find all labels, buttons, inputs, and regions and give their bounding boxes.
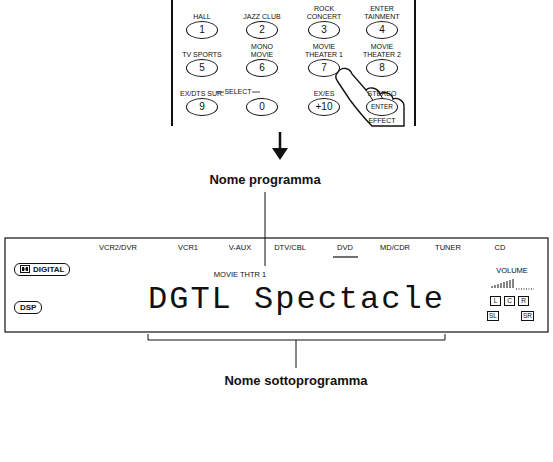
button-label: EX/ES — [292, 80, 356, 98]
panel-edge — [171, 0, 173, 126]
button-label: TV SPORTS — [170, 41, 234, 59]
remote-button: TV SPORTS5 — [170, 41, 234, 77]
remote-button: HALL1 — [170, 3, 234, 39]
subprogram-name: DGTL Spectacle — [148, 283, 445, 317]
button-key: 5 — [186, 59, 218, 77]
button-key: 6 — [246, 59, 278, 77]
button-key: 2 — [246, 21, 278, 39]
display-indicator: DTV/CBL — [274, 243, 306, 252]
remote-button: 0 — [230, 80, 294, 116]
button-label: ENTER TAINMENT — [350, 3, 414, 21]
remote-button: MONO MOVIE6 — [230, 41, 294, 77]
display-indicator: VCR2/DVR — [99, 243, 137, 252]
button-label: JAZZ CLUB — [230, 3, 294, 21]
input-indicator — [333, 256, 358, 257]
indicator-text: DSP — [20, 303, 36, 312]
indicator-box: DSP — [14, 301, 42, 314]
speaker-box: R — [518, 296, 529, 306]
display-indicator: DVD — [337, 243, 353, 252]
panel-edge — [414, 0, 416, 126]
button-label-text: EX/ES — [314, 90, 335, 98]
button-label-text: HALL — [193, 13, 211, 21]
button-sublabel: EFFECT — [350, 116, 414, 125]
button-label: MOVIE THEATER 1 — [292, 41, 356, 59]
button-label: STEREO — [350, 80, 414, 98]
button-label-text: MONO MOVIE — [239, 43, 285, 59]
leader-line — [265, 192, 266, 266]
display-indicator: CD — [495, 243, 506, 252]
remote-button: ROCK CONCERT3 — [292, 3, 356, 39]
button-label: MONO MOVIE — [230, 41, 294, 59]
button-label-text: JAZZ CLUB — [243, 13, 280, 21]
indicator-text: SL — [489, 312, 497, 319]
button-key: 7 — [308, 59, 340, 77]
program-name: MOVIE THTR 1 — [214, 270, 266, 279]
display-indicator: MD/CDR — [380, 243, 410, 252]
button-key: 0 — [246, 98, 278, 116]
indicator-box: DIGITAL — [14, 263, 70, 276]
button-key: ENTER — [366, 98, 398, 116]
button-key: 3 — [308, 21, 340, 39]
button-label: ROCK CONCERT — [292, 3, 356, 21]
button-label-text: MOVIE THEATER 2 — [359, 43, 405, 59]
flow-arrow — [279, 132, 282, 150]
button-label-text: ROCK CONCERT — [301, 5, 347, 21]
button-key: +10 — [308, 98, 340, 116]
speaker-box: SR — [521, 311, 534, 321]
indicator-text: DIGITAL — [33, 265, 64, 274]
indicator-text: L — [494, 297, 498, 304]
remote-button: JAZZ CLUB2 — [230, 3, 294, 39]
remote-button: EX/ES+10 — [292, 80, 356, 116]
speaker-box: C — [504, 296, 515, 306]
speaker-box: SL — [487, 311, 499, 321]
display-indicator: V-AUX — [229, 243, 252, 252]
callout-label: Nome programma — [209, 172, 320, 187]
display-outline — [5, 238, 548, 332]
display-indicator: VOLUME — [496, 266, 528, 275]
remote-button: EX/DTS SUR.9 — [170, 80, 234, 116]
button-label: MOVIE THEATER 2 — [350, 41, 414, 59]
volume-meter — [492, 279, 534, 289]
flow-arrowhead — [272, 148, 288, 160]
button-key: 9 — [186, 98, 218, 116]
button-key: 1 — [186, 21, 218, 39]
remote-button: MOVIE THEATER 28 — [350, 41, 414, 77]
button-label-text: MOVIE THEATER 1 — [301, 43, 347, 59]
indicator-text: SR — [523, 312, 532, 319]
button-label-text: TV SPORTS — [182, 51, 222, 59]
dolby-icon — [20, 265, 30, 273]
indicator-text: C — [507, 297, 512, 304]
display-indicator: TUNER — [435, 243, 461, 252]
button-key: 4 — [366, 21, 398, 39]
button-label-text: STEREO — [368, 90, 397, 98]
button-label: HALL — [170, 3, 234, 21]
button-label-text: EX/DTS SUR. — [180, 90, 224, 98]
remote-button: ENTER TAINMENT4 — [350, 3, 414, 39]
indicator-text: R — [521, 297, 526, 304]
callout-label: Nome sottoprogramma — [224, 373, 367, 388]
button-key: 8 — [366, 59, 398, 77]
remote-button: STEREOENTEREFFECT — [350, 80, 414, 125]
display-indicator: VCR1 — [178, 243, 198, 252]
bracket — [148, 334, 445, 368]
select-line — [252, 92, 260, 93]
speaker-box: L — [490, 296, 501, 306]
display-panel: VCR2/DVRVCR1V-AUXDTV/CBLDVDMD/CDRTUNERCD… — [5, 238, 548, 332]
button-label-text: ENTER TAINMENT — [359, 5, 405, 21]
remote-button: MOVIE THEATER 17 — [292, 41, 356, 77]
button-group-label: SELECT — [224, 88, 251, 95]
